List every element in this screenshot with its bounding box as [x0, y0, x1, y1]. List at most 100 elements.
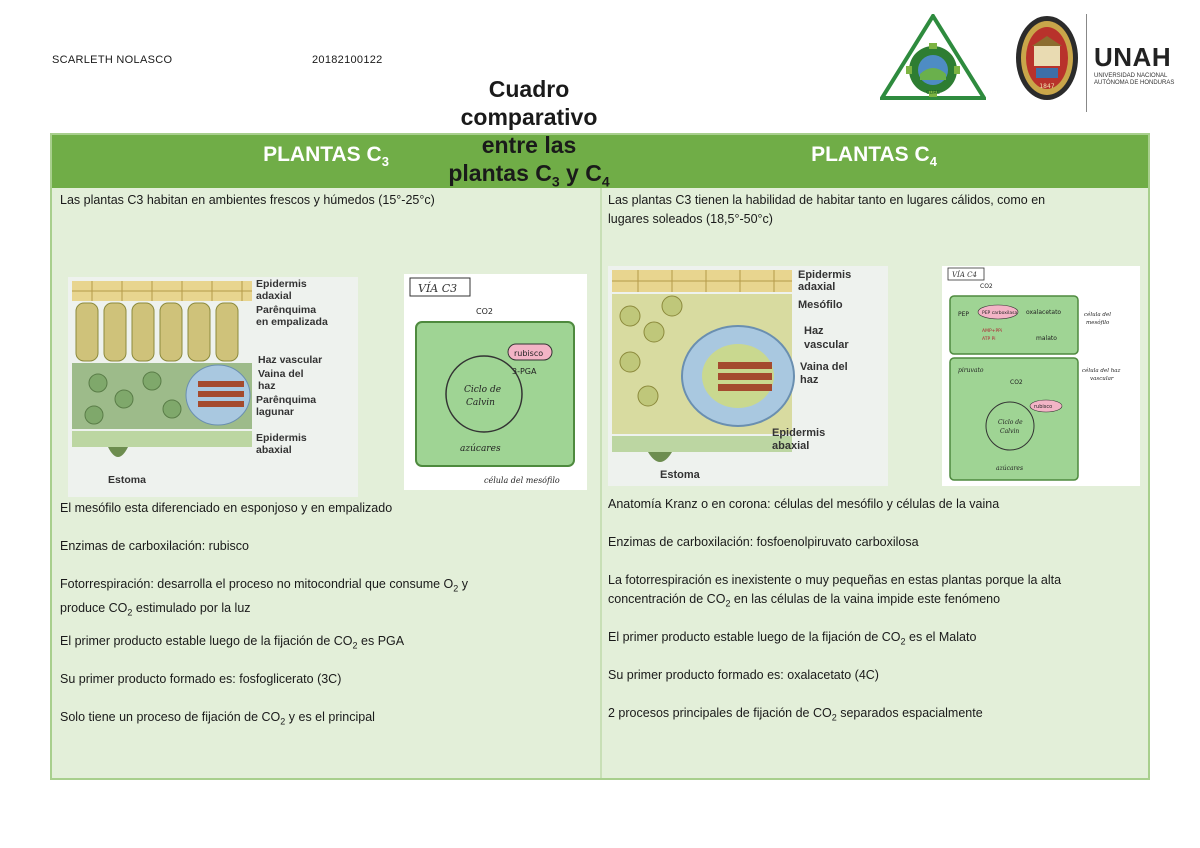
text-fragment: El primer producto estable luego de la f…	[608, 630, 901, 644]
title-line-2: comparativo	[460, 104, 598, 130]
svg-text:lagunar: lagunar	[256, 406, 294, 418]
svg-text:rubisco: rubisco	[1034, 404, 1052, 410]
svg-text:célula del mesófilo: célula del mesófilo	[484, 476, 560, 485]
c4-pathway-figure: VÍA C4 CO2 PEP PEP carboxilasa oxalaceta…	[942, 266, 1140, 486]
c3-leaf-anatomy-figure: Epidermis adaxial Parênquima en empaliza…	[68, 277, 358, 497]
logo-divider	[1086, 14, 1087, 112]
column-header-subscript: 3	[381, 154, 389, 170]
svg-text:vascular: vascular	[804, 339, 849, 351]
subscript: 2	[725, 598, 731, 609]
c3-cell: Las plantas C3 habitan en ambientes fres…	[52, 188, 600, 778]
svg-text:CO2: CO2	[476, 307, 493, 316]
text-fragment: es el Malato	[905, 630, 977, 644]
svg-text:Parênquima: Parênquima	[256, 304, 316, 316]
svg-text:Calvin: Calvin	[466, 398, 495, 408]
svg-text:azúcares: azúcares	[996, 465, 1023, 472]
text-fragment: El primer producto estable luego de la f…	[60, 634, 353, 648]
svg-text:célula del: célula del	[1084, 311, 1111, 318]
svg-text:Calvin: Calvin	[1000, 428, 1019, 435]
svg-text:haz: haz	[800, 374, 819, 386]
text-fragment: lugares soleados (18,5°-50°c)	[608, 212, 773, 226]
text-fragment: La fotorrespiración es inexistente o muy…	[608, 573, 1062, 587]
svg-text:Epidermis: Epidermis	[256, 278, 307, 290]
svg-text:ATP Pi: ATP Pi	[982, 336, 996, 342]
c4-first-product: Su primer producto formado es: oxalaceta…	[608, 668, 879, 682]
faculty-logo: CURC	[880, 14, 986, 100]
text-fragment: 2 procesos principales de fijación de CO	[608, 706, 832, 720]
c3-first-stable-product: El primer producto estable luego de la f…	[60, 632, 404, 656]
svg-text:AMP+PPi: AMP+PPi	[982, 328, 1002, 334]
column-header-c4: PLANTAS C4	[600, 143, 1148, 169]
title-line-1: Cuadro	[488, 76, 570, 102]
subscript: 2	[831, 712, 837, 723]
unah-seal-logo: 1847	[1016, 16, 1078, 100]
c3-photorespiration: Fotorrespiración: desarrolla el proceso …	[60, 575, 468, 622]
svg-text:célula del haz: célula del haz	[1082, 367, 1121, 374]
unah-full-name-1: UNIVERSIDAD NACIONAL	[1094, 73, 1168, 79]
author-name: SCARLETH NOLASCO	[52, 54, 173, 66]
svg-text:Mesófilo: Mesófilo	[798, 299, 843, 311]
svg-text:malato: malato	[1036, 335, 1057, 342]
c4-kranz-anatomy-figure: Epidermis adaxial Mesófilo Haz vascular …	[608, 266, 888, 486]
c4-kranz-anatomy: Anatomía Kranz o en corona: células del …	[608, 497, 1000, 511]
text-fragment: y es el principal	[285, 710, 375, 724]
svg-text:Epidermis: Epidermis	[256, 432, 307, 444]
svg-text:VÍA C3: VÍA C3	[418, 281, 457, 295]
subscript: 2	[280, 716, 286, 727]
text-fragment: en las células de la vaina impide este f…	[730, 592, 1001, 606]
c3-first-product: Su primer producto formado es: fosfoglic…	[60, 672, 342, 686]
text-fragment: Las plantas C3 tienen la habilidad de ha…	[608, 193, 1046, 207]
subscript: 2	[127, 607, 133, 617]
title-line-4: plantas C3 y C4	[418, 159, 640, 196]
column-header-text: PLANTAS C	[811, 143, 930, 166]
column-header-subscript: 4	[929, 154, 937, 170]
svg-text:3-PGA: 3-PGA	[512, 367, 537, 376]
svg-text:azúcares: azúcares	[460, 443, 501, 454]
svg-text:1847: 1847	[1039, 83, 1054, 90]
column-header-text: PLANTAS C	[263, 143, 382, 166]
svg-text:Estoma: Estoma	[660, 469, 701, 481]
unah-acronym: UNAH	[1094, 42, 1172, 72]
svg-text:abaxial: abaxial	[256, 444, 292, 456]
c3-enzymes: Enzimas de carboxilación: rubisco	[60, 539, 249, 553]
c4-photorespiration: La fotorrespiración es inexistente o muy…	[608, 571, 1061, 614]
svg-text:Vaina del: Vaina del	[258, 368, 304, 380]
title-text: y C	[559, 160, 602, 186]
c4-cell: Las plantas C3 tienen la habilidad de ha…	[602, 188, 1148, 778]
svg-text:adaxial: adaxial	[798, 281, 835, 293]
svg-text:rubisco: rubisco	[514, 349, 543, 358]
svg-text:CURC: CURC	[926, 90, 940, 96]
c4-habitat: Las plantas C3 tienen la habilidad de ha…	[608, 191, 1045, 229]
svg-text:en empalizada: en empalizada	[256, 316, 328, 328]
svg-text:VÍA C4: VÍA C4	[952, 270, 977, 279]
c3-fixation-process: Solo tiene un proceso de fijación de CO2…	[60, 708, 375, 732]
svg-text:haz: haz	[258, 380, 276, 392]
c3-mesophyll: El mesófilo esta diferenciado en esponjo…	[60, 501, 393, 515]
svg-text:Parênquima: Parênquima	[256, 394, 316, 406]
svg-text:mesófilo: mesófilo	[1086, 319, 1110, 326]
unah-wordmark: UNAH UNIVERSIDAD NACIONAL AUTÓNOMA DE HO…	[1094, 44, 1198, 87]
text-fragment: y	[458, 577, 468, 591]
text-fragment: es PGA	[357, 634, 405, 648]
subscript: 2	[352, 640, 358, 651]
svg-text:oxalacetato: oxalacetato	[1026, 309, 1061, 316]
svg-text:abaxial: abaxial	[772, 440, 809, 452]
title-subscript: 4	[601, 173, 610, 190]
student-id: 20182100122	[312, 54, 383, 66]
title-line-3: entre las	[481, 132, 577, 158]
document-title: Cuadro comparativo entre las plantas C3 …	[418, 75, 640, 196]
column-header-c3: PLANTAS C3	[52, 143, 600, 169]
title-subscript: 3	[551, 173, 560, 190]
c3-habitat: Las plantas C3 habitan en ambientes fres…	[60, 193, 435, 207]
c4-fixation-process: 2 procesos principales de fijación de CO…	[608, 704, 983, 728]
table-header-row: PLANTAS C3 PLANTAS C4	[52, 135, 1148, 188]
svg-text:CO2: CO2	[980, 283, 993, 290]
c3-calvin-cycle-figure: VÍA C3 CO2 rubisco 3-PGA Ciclo de Calvin…	[404, 274, 587, 490]
svg-text:piruvato: piruvato	[958, 367, 984, 374]
subscript: 2	[900, 636, 906, 647]
text-fragment: Solo tiene un proceso de fijación de CO	[60, 710, 281, 724]
svg-text:PEP carboxilasa: PEP carboxilasa	[982, 310, 1018, 316]
svg-text:Epidermis: Epidermis	[772, 427, 825, 439]
svg-text:CO2: CO2	[1010, 379, 1023, 386]
svg-text:Haz vascular: Haz vascular	[258, 354, 322, 366]
